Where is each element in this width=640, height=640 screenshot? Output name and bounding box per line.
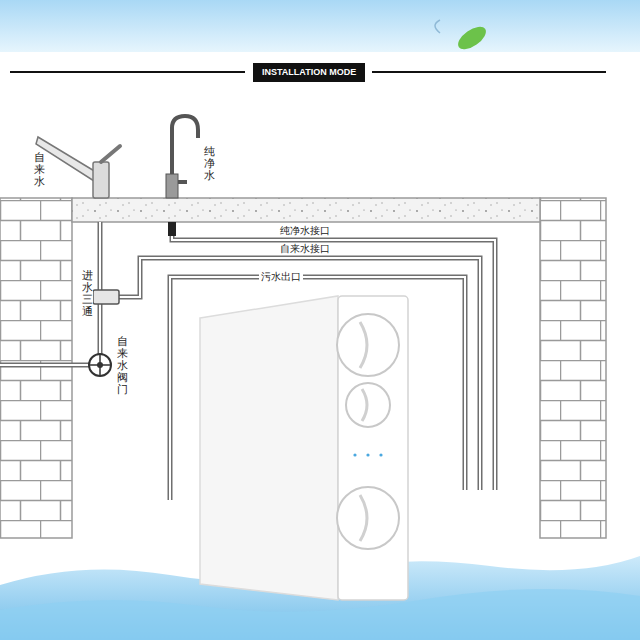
- port-label: 自来水接口: [278, 243, 332, 255]
- vertical-label: 自来水: [34, 152, 45, 188]
- valve-hub: [97, 362, 103, 368]
- tap-faucet: [36, 137, 120, 198]
- vertical-label: 纯净水: [204, 146, 215, 182]
- title-banner: INSTALLATION MODE: [253, 63, 365, 82]
- supply-pipe: [0, 222, 100, 365]
- indicator-dot: [366, 453, 369, 456]
- valve-spoke: [89, 354, 111, 376]
- tee-fitting: [93, 290, 119, 304]
- indicator-dot: [353, 453, 356, 456]
- vertical-label: 自来水阀门: [117, 336, 128, 396]
- faucet-handle: [178, 180, 187, 184]
- valve-wheel: [89, 354, 111, 376]
- leaf: [454, 22, 489, 53]
- faucet-tail: [168, 222, 176, 236]
- purifier-unit: [200, 296, 408, 600]
- cap-grip: [360, 322, 367, 368]
- purifier-front: [338, 296, 408, 600]
- bird-mark: [435, 20, 440, 33]
- faucet-handle: [101, 146, 120, 162]
- faucet-body: [166, 174, 178, 198]
- filter-cap: [337, 314, 399, 376]
- faucet-body: [93, 162, 109, 198]
- port-label: 污水出口: [259, 271, 303, 283]
- pure-faucet: [166, 116, 198, 236]
- cap-grip: [360, 495, 367, 541]
- brick-wall: [0, 198, 72, 538]
- filter-cap: [337, 487, 399, 549]
- port-label: 纯净水接口: [278, 225, 332, 237]
- vertical-label: 进水三通: [82, 270, 93, 318]
- cap-grip: [362, 389, 367, 421]
- rule-line: [372, 71, 606, 73]
- indicator-dot: [379, 453, 382, 456]
- sky-band: [0, 0, 640, 52]
- supply-pipe: [0, 222, 100, 365]
- rule-line: [10, 71, 245, 73]
- purifier-side: [200, 296, 338, 600]
- brick-wall: [540, 198, 606, 538]
- countertop: [72, 198, 540, 222]
- filter-cap: [346, 383, 390, 427]
- faucet-spout: [36, 137, 96, 181]
- valve-symbol: [89, 354, 111, 376]
